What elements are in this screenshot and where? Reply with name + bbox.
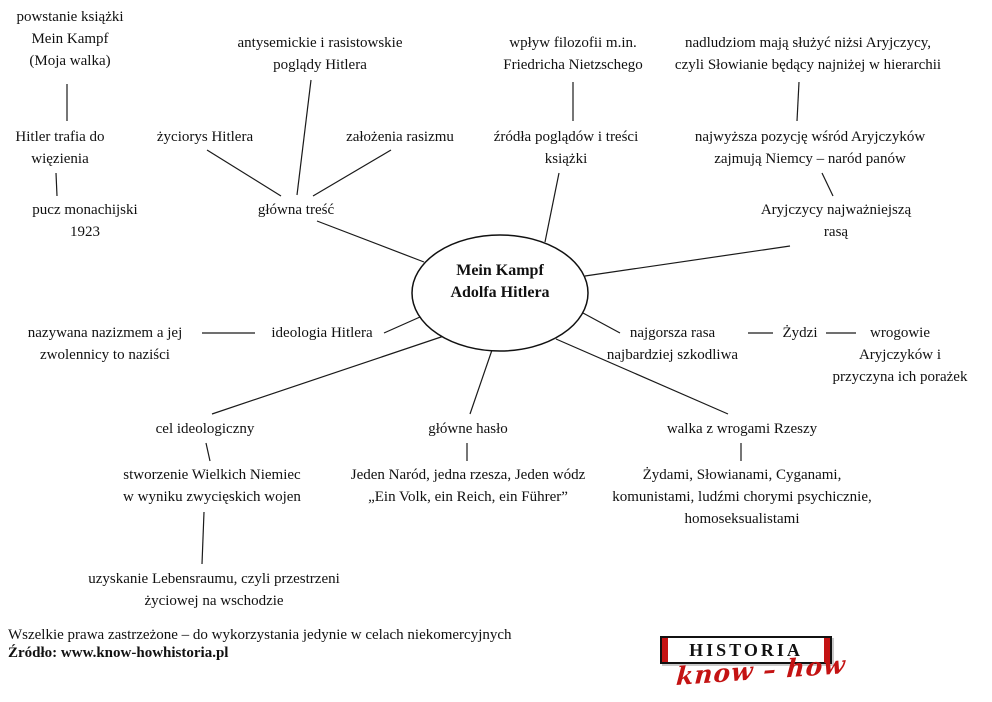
node-najgorsza-rasa: najgorsza rasa najbardziej szkodliwa <box>606 325 739 363</box>
node-nadludzie: nadludziom mają służyć niżsi Aryjczycy, … <box>674 35 942 73</box>
node-pucz-monachijski: pucz monachijski 1923 <box>32 202 138 240</box>
node-ideologia-hitlera: ideologia Hitlera <box>271 325 373 341</box>
node-zalozenia-rasizmu: założenia rasizmu <box>346 129 454 145</box>
node-zydami-slowianami: Żydami, Słowianami, Cyganami, komunistam… <box>612 467 872 527</box>
node-uzyskanie-lebensraumu: uzyskanie Lebensraumu, czyli przestrzeni… <box>88 571 340 609</box>
node-cel-ideologiczny: cel ideologiczny <box>155 421 255 437</box>
node-walka-z-wrogami: walka z wrogami Rzeszy <box>666 421 818 437</box>
logo-left-bar-icon <box>662 638 668 662</box>
logo-right-bar-icon <box>824 638 830 662</box>
footer-source-url: Źródło: www.know-howhistoria.pl <box>8 645 229 661</box>
node-jeden-narod: Jeden Naród, jedna rzesza, Jeden wódz „E… <box>350 467 586 505</box>
node-wplyw-filozofii: wpływ filozofii m.in. Friedricha Nietzsc… <box>503 35 643 73</box>
node-powstanie-ksiazki: powstanie książki Mein Kampf (Moja walka… <box>16 9 124 69</box>
node-antysemickie-poglady: antysemickie i rasistowskie poglądy Hitl… <box>237 35 403 73</box>
node-zydzi: Żydzi <box>782 325 818 341</box>
node-stworzenie-niemiec: stworzenie Wielkich Niemiec w wyniku zwy… <box>123 467 301 505</box>
footer-rights: Wszelkie prawa zastrzeżone – do wykorzys… <box>8 627 512 643</box>
node-zrodla-pogladow: źródła poglądów i treści książki <box>493 129 639 167</box>
logo-wordmark: HISTORIA <box>689 639 803 660</box>
center-node-title: Mein Kampf Adolfa Hitlera <box>450 262 550 301</box>
center-ellipse <box>411 234 589 352</box>
historia-logo: HISTORIA <box>660 636 832 664</box>
node-nazywana-nazizmem: nazywana nazizmem a jej zwolennicy to na… <box>27 325 183 363</box>
node-glowne-haslo: główne hasło <box>428 421 508 437</box>
node-hitler-wiezienie: Hitler trafia do więzienia <box>15 129 105 167</box>
node-zyciorys-hitlera: życiorys Hitlera <box>156 129 254 145</box>
node-glowna-tresc: główna treść <box>257 202 335 218</box>
node-aryjczycy-rasa: Aryjczycy najważniejszą rasą <box>760 202 912 240</box>
node-najwyzsza-pozycja: najwyższa pozycję wśród Aryjczyków zajmu… <box>694 129 926 167</box>
node-wrogowie: wrogowie Aryjczyków i przyczyna ich pora… <box>832 325 968 385</box>
